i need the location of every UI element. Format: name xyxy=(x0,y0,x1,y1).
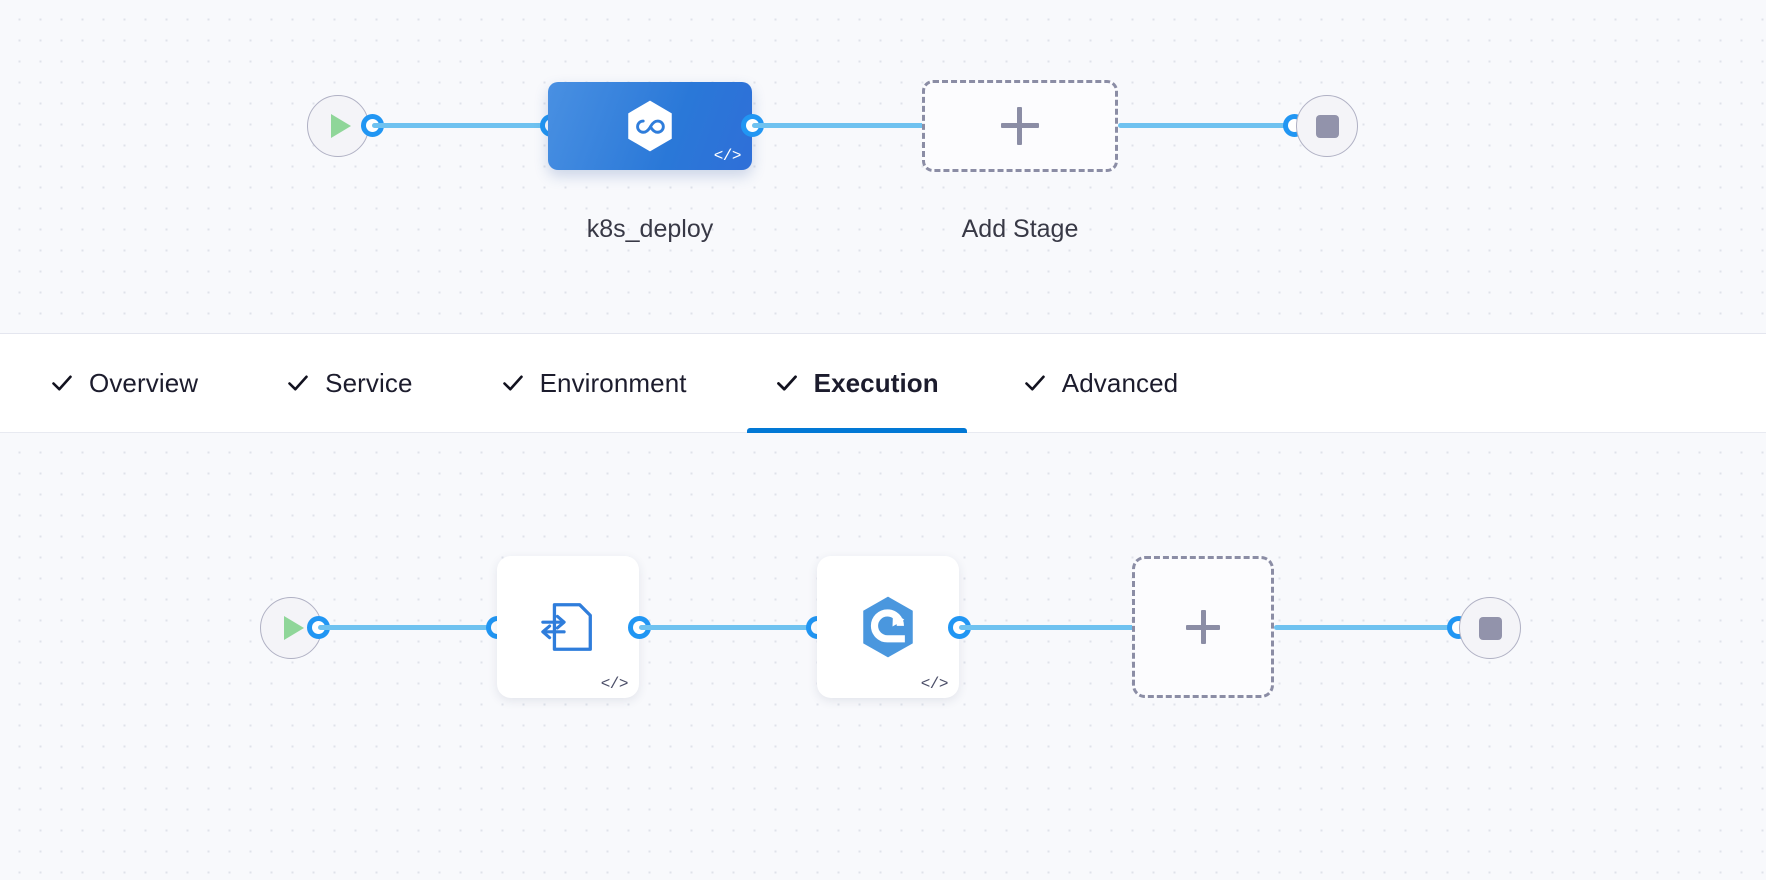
stop-icon xyxy=(1315,114,1339,138)
check-icon xyxy=(288,375,308,391)
check-icon xyxy=(52,375,72,391)
k8s-diff-document-icon xyxy=(541,603,592,651)
stage-start-node[interactable] xyxy=(307,95,369,157)
check-icon xyxy=(776,375,797,391)
stage-label-k8s-deploy: k8s_deploy xyxy=(586,215,714,243)
step-start-node[interactable] xyxy=(260,597,322,659)
step-node-k8sdiff[interactable]: </> xyxy=(497,556,639,698)
tab-execution-label: Execution xyxy=(813,367,939,398)
connector-addstage-to-end xyxy=(1118,123,1290,128)
check-icon xyxy=(502,375,523,391)
plus-icon xyxy=(1186,610,1220,644)
pipeline-stages-canvas[interactable]: </> k8s_deploy Add Stage xyxy=(0,0,1766,333)
step-node-rollout-deployment[interactable]: </> xyxy=(817,556,959,698)
tab-environment-label: Environment xyxy=(539,367,687,398)
plus-icon xyxy=(1001,107,1039,145)
connector-start-to-k8sdiff xyxy=(318,625,488,630)
check-icon xyxy=(1024,375,1045,391)
hexagon-infinity-icon xyxy=(628,100,672,152)
add-step-button[interactable] xyxy=(1132,556,1274,698)
connector-k8sdiff-to-rollout xyxy=(639,625,809,630)
add-stage-button[interactable] xyxy=(922,80,1118,172)
rollout-deployment-hexagon-icon xyxy=(863,596,913,658)
stage-node-k8s-deploy[interactable]: </> xyxy=(548,82,752,170)
step-code-badge-k8sdiff[interactable]: </> xyxy=(600,675,629,693)
tab-environment[interactable]: Environment xyxy=(473,333,715,433)
stop-icon xyxy=(1478,616,1502,640)
stage-end-node[interactable] xyxy=(1296,95,1358,157)
execution-steps-canvas[interactable]: </> K8sDiff </> Rollout Deployment Add S… xyxy=(0,433,1766,880)
tab-advanced[interactable]: Advanced xyxy=(995,333,1206,433)
connector-start-to-stage xyxy=(372,123,550,128)
step-code-badge-rollout[interactable]: </> xyxy=(920,675,949,693)
connector-addstep-to-end xyxy=(1274,625,1454,630)
tab-advanced-label: Advanced xyxy=(1061,367,1179,398)
play-icon xyxy=(284,616,304,640)
step-end-node[interactable] xyxy=(1459,597,1521,659)
tab-service[interactable]: Service xyxy=(258,333,440,433)
stage-config-tabs: Overview Service Environment Execution A… xyxy=(0,333,1766,434)
tab-service-label: Service xyxy=(325,367,413,398)
play-icon xyxy=(331,114,351,138)
connector-stage-to-addstage xyxy=(752,123,924,128)
tab-execution[interactable]: Execution xyxy=(746,333,967,434)
stage-code-badge[interactable]: </> xyxy=(713,147,742,165)
connector-rollout-to-addstep xyxy=(959,625,1135,630)
add-stage-label: Add Stage xyxy=(961,215,1079,243)
tab-overview-label: Overview xyxy=(89,367,199,398)
tab-overview[interactable]: Overview xyxy=(22,333,226,433)
